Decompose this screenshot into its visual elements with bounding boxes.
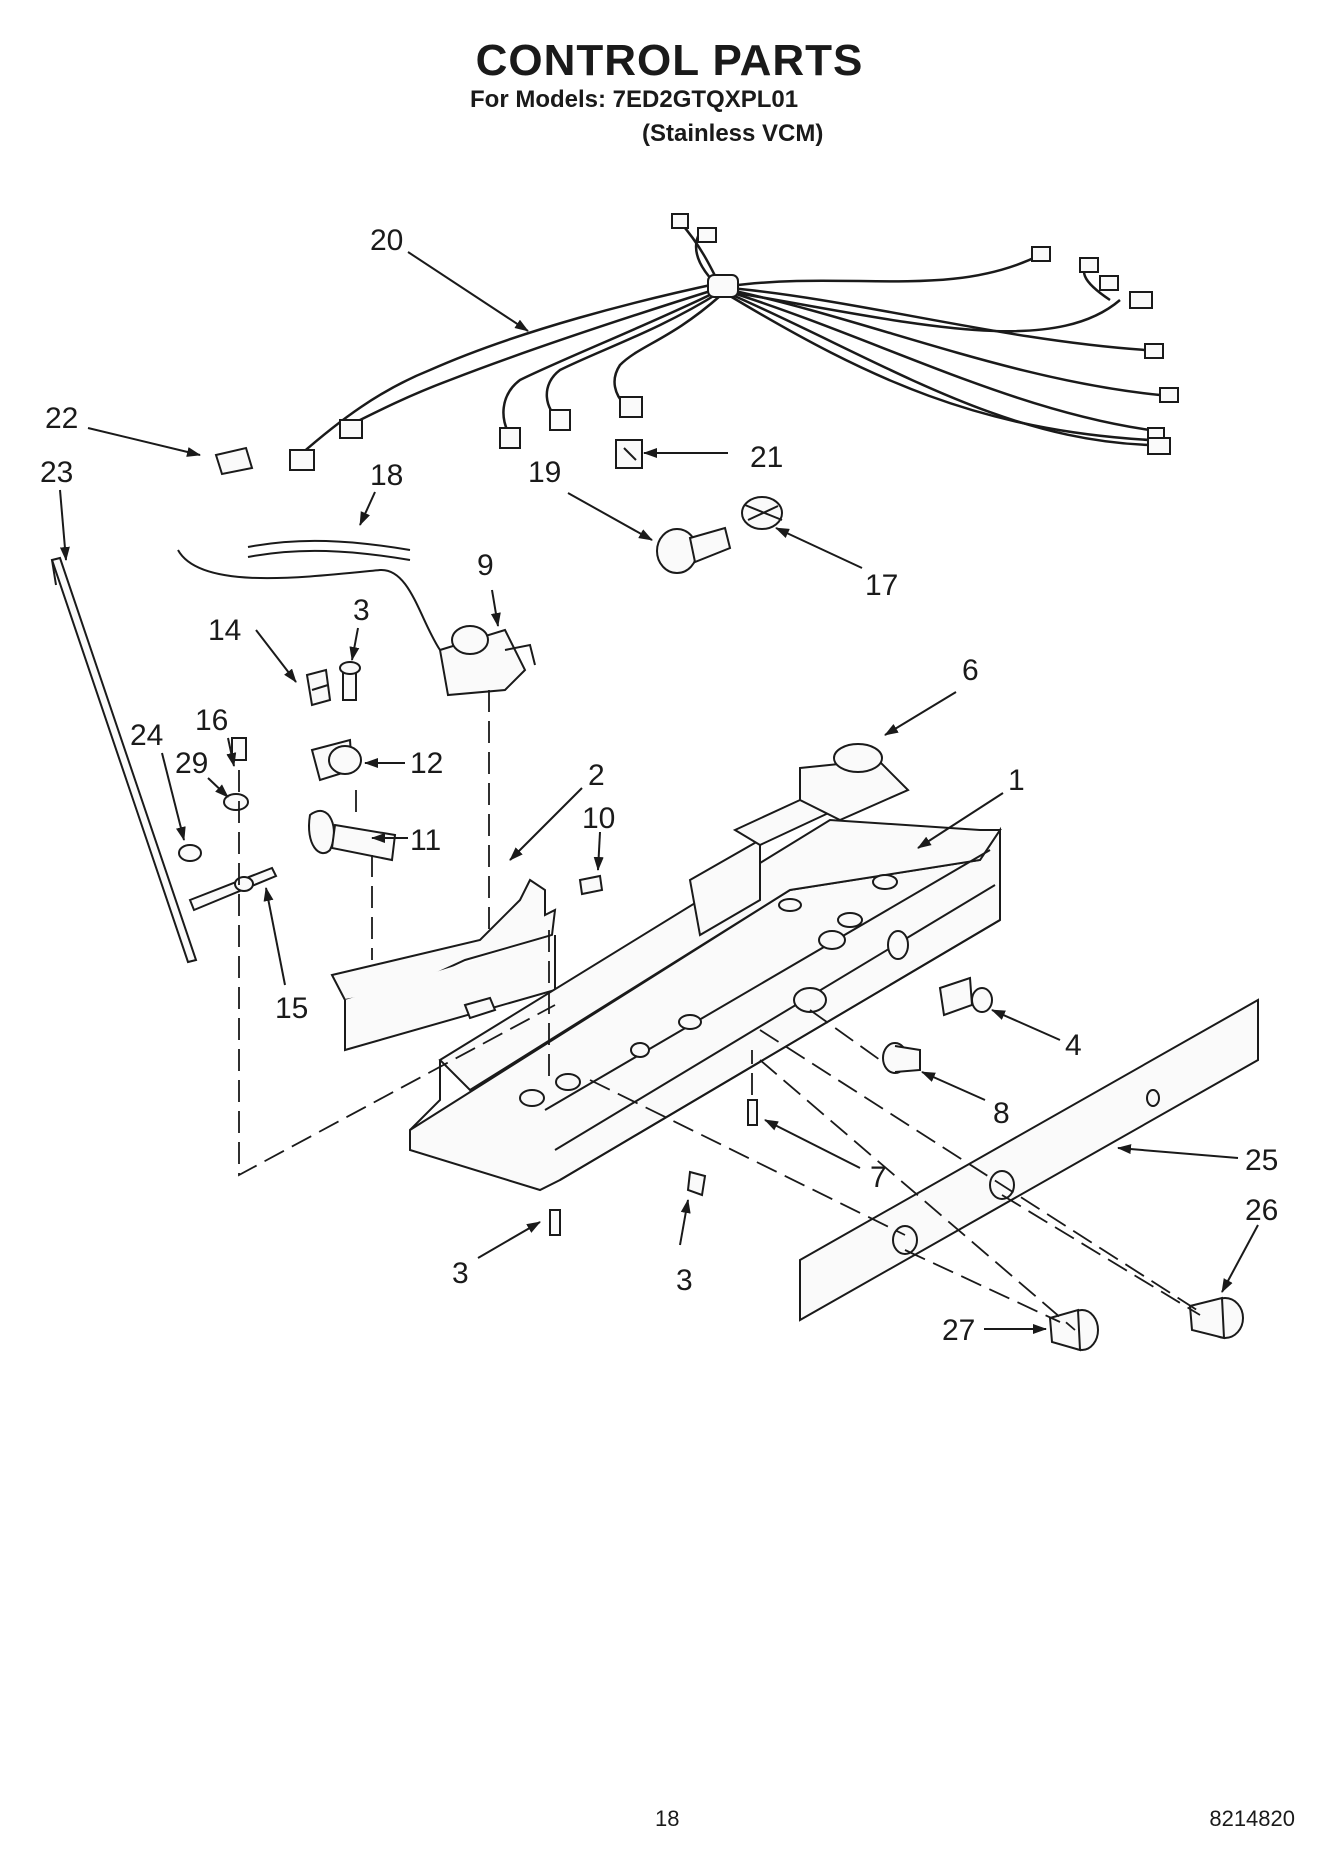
screw-7 bbox=[747, 1099, 758, 1126]
leader-arrows bbox=[59, 251, 1259, 1334]
rod-23 bbox=[50, 556, 198, 964]
button-8 bbox=[882, 1042, 921, 1074]
page-title: CONTROL PARTS bbox=[475, 36, 864, 85]
wire-harness bbox=[289, 213, 1179, 471]
light-socket-17 bbox=[741, 496, 783, 530]
callout-23: 23 bbox=[40, 456, 73, 489]
switch-4 bbox=[938, 976, 993, 1017]
temperature-control-9 bbox=[438, 625, 536, 697]
left-linkage bbox=[178, 661, 397, 912]
page-number: 18 bbox=[655, 1806, 680, 1831]
document-number: 8214820 bbox=[1209, 1806, 1295, 1831]
callout-18: 18 bbox=[370, 459, 403, 492]
tube-18 bbox=[177, 539, 441, 651]
callout-8: 8 bbox=[993, 1097, 1010, 1130]
callout-19: 19 bbox=[528, 456, 561, 489]
callout-26: 26 bbox=[1245, 1194, 1278, 1227]
callout-25: 25 bbox=[1245, 1144, 1278, 1177]
callout-20: 20 bbox=[370, 224, 403, 257]
control-panel-25 bbox=[799, 998, 1259, 1322]
callout-29: 29 bbox=[175, 747, 208, 780]
callout-10: 10 bbox=[582, 802, 615, 835]
callout-1: 1 bbox=[1008, 764, 1025, 797]
callout-17: 17 bbox=[865, 569, 898, 602]
mounting-bracket-2 bbox=[330, 878, 557, 1052]
callout-4: 4 bbox=[1065, 1029, 1082, 1062]
connector-clip-21 bbox=[615, 439, 643, 469]
callout-21: 21 bbox=[750, 441, 783, 474]
light-bulb-19 bbox=[656, 526, 732, 574]
screw-10 bbox=[578, 874, 604, 896]
screws-3 bbox=[549, 1170, 707, 1236]
callout-27: 27 bbox=[942, 1314, 975, 1347]
callout-22: 22 bbox=[45, 402, 78, 435]
callout-9: 9 bbox=[477, 549, 494, 582]
callout-24: 24 bbox=[130, 719, 163, 752]
callout-labels: 20 22 23 21 19 18 17 9 3 14 6 16 24 29 1… bbox=[40, 224, 1278, 1347]
callout-12: 12 bbox=[410, 747, 443, 780]
callout-16: 16 bbox=[195, 704, 228, 737]
defrost-timer-6 bbox=[799, 743, 910, 822]
callout-3-top: 3 bbox=[353, 594, 370, 627]
callout-7: 7 bbox=[870, 1161, 887, 1194]
callout-2: 2 bbox=[588, 759, 605, 792]
clip-22 bbox=[214, 446, 254, 476]
assembly-lines bbox=[238, 690, 1201, 1331]
callout-3-bottom-right: 3 bbox=[676, 1264, 693, 1297]
callout-14: 14 bbox=[208, 614, 241, 647]
callout-3-bottom-left: 3 bbox=[452, 1257, 469, 1290]
callout-15: 15 bbox=[275, 992, 308, 1025]
models-line: For Models: 7ED2GTQXPL01 bbox=[470, 86, 799, 113]
control-housing-1 bbox=[409, 788, 1002, 1192]
callout-11: 11 bbox=[410, 824, 441, 857]
button-26 bbox=[1188, 1296, 1244, 1340]
callout-6: 6 bbox=[962, 654, 979, 687]
variant-line: (Stainless VCM) bbox=[642, 120, 824, 147]
